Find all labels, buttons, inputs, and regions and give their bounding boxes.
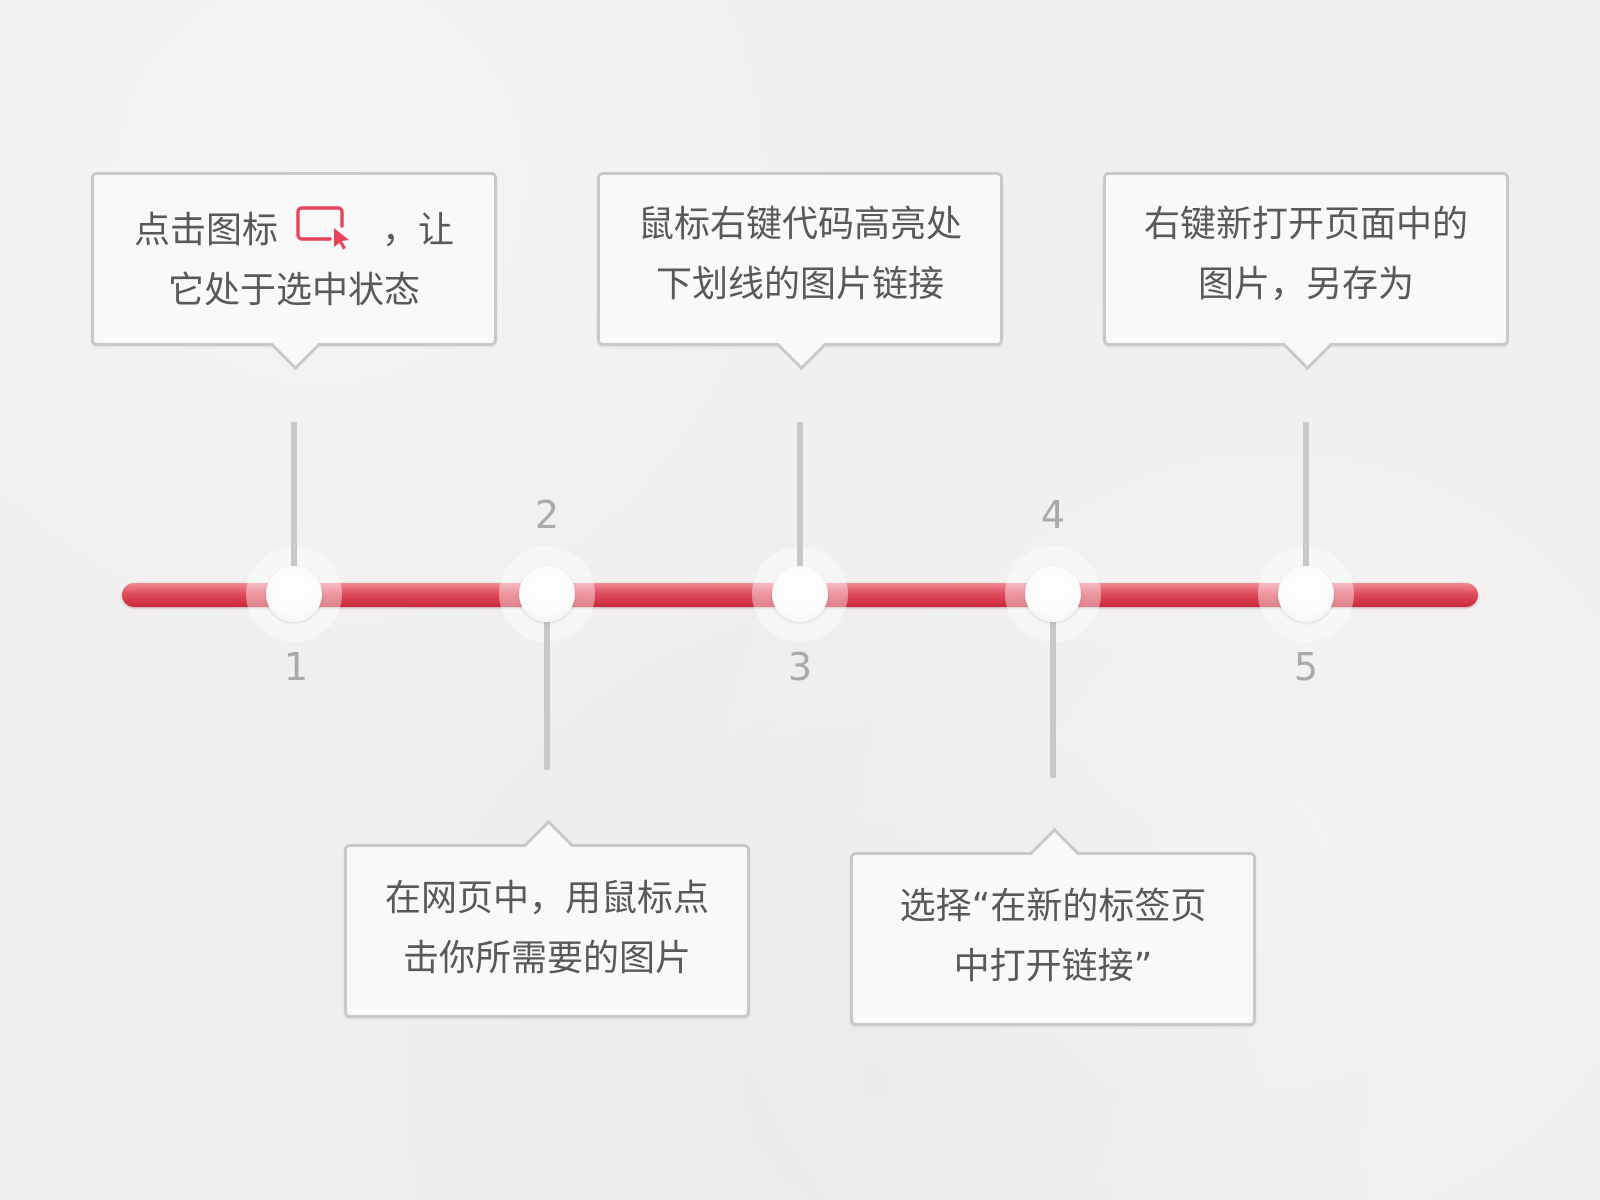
callout-pointer: [270, 320, 321, 371]
step-number-1: 1: [283, 645, 309, 689]
callout-pointer: [1029, 827, 1080, 878]
timeline-node-2: [519, 566, 575, 622]
connector-step-3: [797, 422, 803, 568]
callout-line-1: 选择“在新的标签页: [899, 886, 1207, 927]
timeline-node-3: [772, 566, 828, 622]
step-number-4: 4: [1040, 493, 1066, 537]
callout-line-1: 在网页中，用鼠标点: [384, 878, 709, 919]
callout-text: 点击图标 ，让 它处于选中状态: [94, 201, 494, 321]
callout-step-1: 点击图标 ，让 它处于选中状态: [91, 172, 497, 371]
step-number-3: 3: [787, 645, 813, 689]
callout-line-2: 中打开链接”: [953, 946, 1153, 987]
callout-line-1: 点击图标 ，让: [94, 201, 494, 261]
step-number-2: 2: [534, 493, 560, 537]
timeline-node-5: [1278, 566, 1334, 622]
timeline-node-4: [1025, 566, 1081, 622]
connector-step-1: [291, 422, 297, 568]
select-cursor-icon: [296, 206, 349, 250]
callout-text: 在网页中，用鼠标点 击你所需要的图片: [347, 869, 747, 989]
callout-line-2: 下划线的图片链接: [655, 264, 944, 305]
callout-text-before-icon: 点击图标: [133, 210, 278, 251]
callout-step-2: 在网页中，用鼠标点 击你所需要的图片: [344, 819, 750, 1018]
callout-line-2: 图片，另存为: [1197, 264, 1414, 305]
callout-step-4: 选择“在新的标签页 中打开链接”: [850, 827, 1256, 1026]
callout-text: 右键新打开页面中的 图片，另存为: [1106, 195, 1506, 315]
callout-line-1: 鼠标右键代码高亮处: [637, 204, 962, 245]
connector-step-2: [544, 620, 550, 770]
callout-pointer: [523, 819, 574, 870]
callout-text: 鼠标右键代码高亮处 下划线的图片链接: [600, 195, 1000, 315]
callout-line-2: 击你所需要的图片: [402, 938, 691, 979]
callout-step-3: 鼠标右键代码高亮处 下划线的图片链接: [597, 172, 1003, 371]
callout-pointer: [1282, 320, 1333, 371]
connector-step-5: [1303, 422, 1309, 568]
callout-line-1: 右键新打开页面中的: [1143, 204, 1468, 245]
callout-line-2: 它处于选中状态: [167, 270, 420, 311]
callout-text: 选择“在新的标签页 中打开链接”: [853, 877, 1253, 997]
callout-pointer: [776, 320, 827, 371]
timeline-node-1: [266, 566, 322, 622]
step-number-5: 5: [1293, 645, 1319, 689]
connector-step-4: [1050, 620, 1056, 778]
callout-text-after-icon: ，让: [382, 210, 455, 251]
callout-step-5: 右键新打开页面中的 图片，另存为: [1103, 172, 1509, 371]
